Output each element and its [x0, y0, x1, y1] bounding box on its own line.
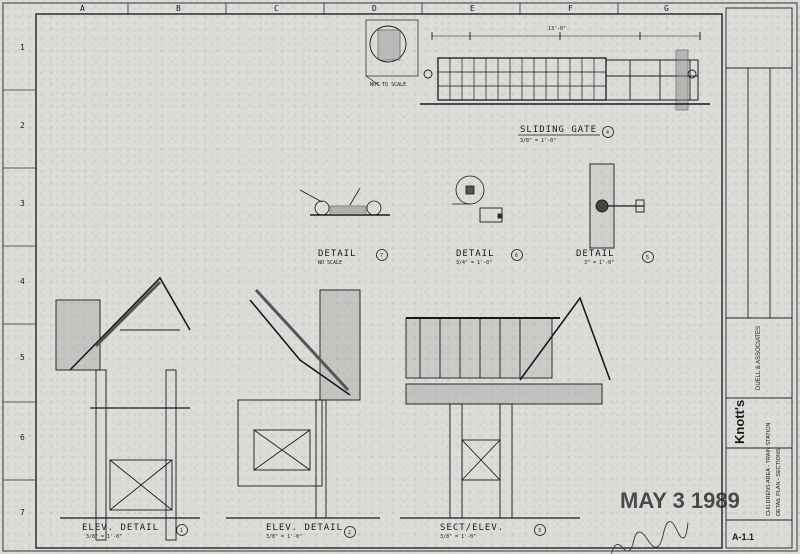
- column-ticks: [127, 3, 619, 14]
- elevation-1-number: 1: [180, 528, 183, 534]
- sliding-gate-scale: 3/8" = 1'-0": [520, 138, 556, 144]
- row-label-2: 2: [20, 121, 25, 130]
- detail-5-scale: 3" = 1'-0": [584, 260, 614, 266]
- section-3-view: [400, 296, 611, 519]
- elevation-1-view: [55, 276, 200, 541]
- sliding-gate-title: SLIDING GATE: [520, 125, 597, 135]
- section-3-scale: 3/8" = 1'-0": [440, 534, 476, 540]
- client-logo: Knott's: [732, 400, 747, 444]
- detail-6-number: 6: [515, 253, 518, 259]
- elevation-2-view: [226, 288, 380, 519]
- project-name: CHILDRENS AREA - TRAIN STATION: [766, 422, 772, 516]
- section-3-number: 3: [538, 528, 541, 534]
- row-label-1: 1: [20, 43, 25, 52]
- row-ticks: [3, 89, 36, 481]
- column-label-e: E: [470, 4, 475, 13]
- row-label-3: 3: [20, 199, 25, 208]
- row-label-6: 6: [20, 433, 25, 442]
- elevation-1-scale: 3/8" = 1'-0": [86, 534, 122, 540]
- inner-border: [35, 13, 723, 549]
- fence-section: [605, 59, 699, 101]
- detail-6-title: DETAIL: [456, 249, 495, 259]
- column-label-f: F: [568, 4, 573, 13]
- inset-circle: [369, 25, 407, 63]
- sliding-gate-number: 4: [606, 130, 609, 136]
- column-label-g: G: [664, 4, 669, 13]
- detail-5-number: 5: [646, 255, 649, 261]
- title-block: [725, 7, 793, 549]
- column-label-c: C: [274, 4, 279, 13]
- gate-pickets: [449, 58, 595, 100]
- sheet-title: DETAIL PLAN - SECTIONS: [776, 448, 782, 516]
- date-stamp: MAY 3 1989: [620, 488, 740, 513]
- detail-7-view: [299, 187, 390, 216]
- firm-name: DUELL & ASSOCIATES: [756, 326, 762, 390]
- detail-5-view: [589, 163, 645, 249]
- elevation-1-title: ELEV. DETAIL: [82, 523, 159, 533]
- sheet-number: A-1.1: [732, 532, 754, 542]
- detail-6-view: [452, 175, 503, 223]
- section-3-title: SECT/ELEV.: [440, 523, 504, 533]
- inset-detail-box: [365, 19, 419, 77]
- row-label-4: 4: [20, 277, 25, 286]
- elevation-2-number: 2: [348, 530, 351, 536]
- handwritten-signature: [611, 521, 689, 554]
- gate-dimension: 13'-0": [548, 26, 566, 32]
- detail-5-title: DETAIL: [576, 249, 615, 259]
- elevation-2-title: ELEV. DETAIL: [266, 523, 343, 533]
- row-label-5: 5: [20, 353, 25, 362]
- column-label-d: D: [372, 4, 377, 13]
- column-label-a: A: [80, 4, 85, 13]
- sliding-gate-view: [365, 19, 710, 111]
- detail-7-scale: NO SCALE: [318, 260, 342, 266]
- detail-7-title: DETAIL: [318, 249, 357, 259]
- column-label-b: B: [176, 4, 181, 13]
- not-to-scale-note: NOT TO SCALE: [370, 82, 406, 88]
- row-label-7: 7: [20, 508, 25, 517]
- elevation-2-scale: 3/8" = 1'-0": [266, 534, 302, 540]
- detail-7-number: 7: [380, 253, 383, 259]
- detail-6-scale: 3/4" = 1'-0": [456, 260, 492, 266]
